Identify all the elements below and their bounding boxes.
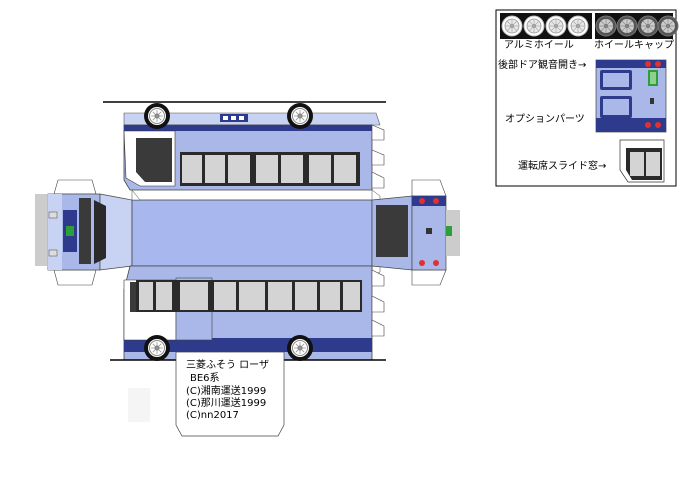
options-panel <box>495 9 679 187</box>
credit-line-3: (C)nn2017 <box>186 410 239 421</box>
wheel-rear-top <box>286 102 314 130</box>
rear-face-panel <box>371 179 460 286</box>
wheel-rear-bottom <box>286 334 314 362</box>
rear-door-option <box>595 59 667 133</box>
credit-line-1: (C)湘南運送1999 <box>186 386 267 397</box>
wheel-front-bottom <box>143 334 171 362</box>
top-side-panel <box>103 101 386 191</box>
slide-window-option <box>619 139 665 183</box>
bottom-side-windows <box>136 280 362 312</box>
wheel-front-top <box>143 102 171 130</box>
rear-door-label: 後部ドア観音開き→ <box>498 60 587 71</box>
bottom-side-panel <box>110 265 386 362</box>
model-name: 三菱ふそう ローザ <box>186 360 269 371</box>
alloy-wheel-label: アルミホイール <box>504 40 574 51</box>
front-face-panel <box>35 179 133 286</box>
model-series: BE6系 <box>190 373 220 384</box>
top-side-windows <box>180 152 360 186</box>
wheel-cap-label: ホイールキャップ <box>594 40 674 51</box>
credit-tab <box>175 351 285 437</box>
option-parts-label: オプションパーツ <box>505 114 585 125</box>
roof-panel <box>131 199 373 267</box>
slide-window-label: 運転席スライド窓→ <box>518 161 607 172</box>
credit-line-2: (C)那川運送1999 <box>186 398 267 409</box>
